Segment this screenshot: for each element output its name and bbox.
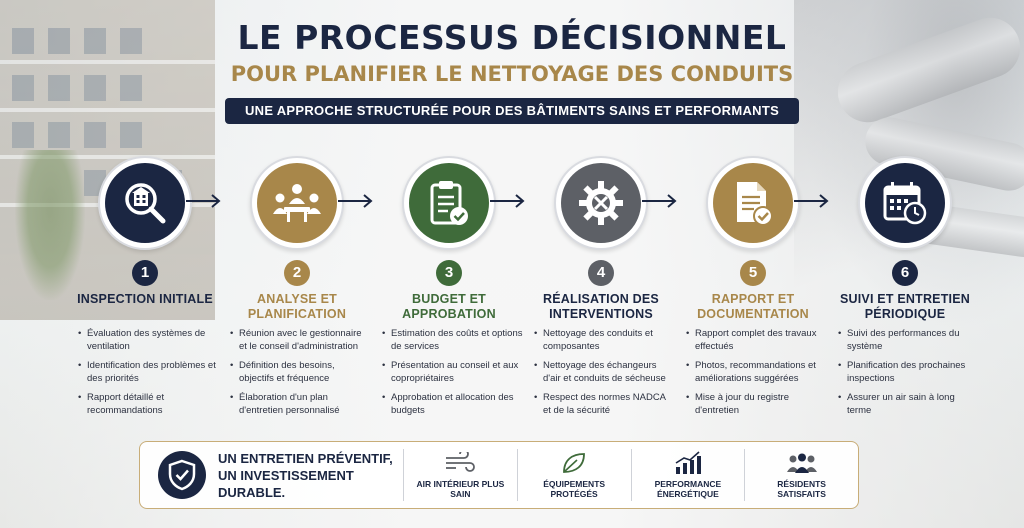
step-title: ANALYSE ET PLANIFICATION bbox=[247, 292, 347, 321]
feature-protected-equipment: ÉQUIPEMENTS PROTÉGÉS bbox=[516, 449, 631, 501]
step-6-badge bbox=[858, 156, 952, 250]
step-4-badge bbox=[554, 156, 648, 250]
step-number: 3 bbox=[436, 260, 462, 286]
list-item: Évaluation des systèmes de ventilation bbox=[78, 328, 220, 353]
step-bullets: Réunion avec le gestionnaire et le conse… bbox=[222, 328, 372, 417]
step-2-badge bbox=[250, 156, 344, 250]
gear-tools-icon bbox=[579, 181, 623, 225]
list-item: Nettoyage des conduits et composantes bbox=[534, 328, 676, 353]
list-item: Suivi des performances du système bbox=[838, 328, 980, 353]
step-bullets: Rapport complet des travaux effectués Ph… bbox=[678, 328, 828, 417]
step-title: RÉALISATION DES INTERVENTIONS bbox=[543, 292, 659, 321]
page-title-secondary: POUR PLANIFIER LE NETTOYAGE DES CONDUITS bbox=[230, 62, 794, 86]
step-bullets: Nettoyage des conduits et composantes Ne… bbox=[526, 328, 676, 417]
feature-label: ÉQUIPEMENTS PROTÉGÉS bbox=[543, 479, 606, 499]
list-item: Nettoyage des échangeurs d'air et condui… bbox=[534, 360, 676, 385]
footer-motto-line2: UN INVESTISSEMENT DURABLE. bbox=[218, 467, 354, 500]
process-steps: 1 INSPECTION INITIALE Évaluation des sys… bbox=[70, 156, 970, 426]
page-title: LE PROCESSUS DÉCISIONNEL bbox=[237, 18, 787, 57]
list-item: Approbation et allocation des budgets bbox=[382, 392, 524, 417]
footer-motto: UN ENTRETIEN PRÉVENTIF, UN INVESTISSEMEN… bbox=[218, 450, 403, 501]
list-item: Estimation des coûts et options de servi… bbox=[382, 328, 524, 353]
step-title: BUDGET ET APPROBATION bbox=[402, 292, 496, 321]
feature-healthy-air: AIR INTÉRIEUR PLUS SAIN bbox=[403, 449, 517, 501]
step-5-badge bbox=[706, 156, 800, 250]
step-1-badge bbox=[98, 156, 192, 250]
list-item: Planification des prochaines inspections bbox=[838, 360, 980, 385]
step-bullets: Évaluation des systèmes de ventilation I… bbox=[70, 328, 220, 417]
shield-check-icon bbox=[168, 459, 196, 491]
tree-illustration bbox=[15, 150, 85, 300]
arrow-right-icon bbox=[642, 194, 677, 208]
subtitle-banner: UNE APPROCHE STRUCTURÉE POUR DES BÂTIMEN… bbox=[224, 98, 800, 124]
list-item: Mise à jour du registre d'entretien bbox=[686, 392, 828, 417]
list-item: Photos, recommandations et améliorations… bbox=[686, 360, 828, 385]
footer-motto-line1: UN ENTRETIEN PRÉVENTIF, bbox=[218, 450, 393, 466]
feature-satisfied-residents: RÉSIDENTS SATISFAITS bbox=[744, 449, 858, 501]
step-number: 1 bbox=[132, 260, 158, 286]
step-number: 5 bbox=[740, 260, 766, 286]
shield-badge bbox=[158, 451, 206, 499]
list-item: Définition des besoins, objectifs et fré… bbox=[230, 360, 372, 385]
list-item: Assurer un air sain à long terme bbox=[838, 392, 980, 417]
list-item: Élaboration d'un plan d'entretien person… bbox=[230, 392, 372, 417]
step-4: 4 RÉALISATION DES INTERVENTIONS Nettoyag… bbox=[526, 156, 676, 424]
step-title: INSPECTION INITIALE bbox=[77, 292, 213, 306]
arrow-right-icon bbox=[186, 194, 221, 208]
step-2: 2 ANALYSE ET PLANIFICATION Réunion avec … bbox=[222, 156, 372, 424]
clipboard-check-icon bbox=[430, 181, 468, 225]
step-1: 1 INSPECTION INITIALE Évaluation des sys… bbox=[70, 156, 220, 424]
document-check-icon bbox=[737, 182, 773, 226]
step-bullets: Suivi des performances du système Planif… bbox=[830, 328, 980, 417]
step-title: RAPPORT ET DOCUMENTATION bbox=[697, 292, 809, 321]
building-magnifier-icon bbox=[125, 183, 166, 224]
people-icon bbox=[786, 453, 817, 473]
arrow-right-icon bbox=[338, 194, 373, 208]
step-3: 3 BUDGET ET APPROBATION Estimation des c… bbox=[374, 156, 524, 424]
list-item: Réunion avec le gestionnaire et le conse… bbox=[230, 328, 372, 353]
list-item: Identification des problèmes et des prio… bbox=[78, 360, 220, 385]
feature-label: PERFORMANCE ÉNERGÉTIQUE bbox=[654, 479, 722, 499]
step-number: 6 bbox=[892, 260, 918, 286]
meeting-table-icon bbox=[273, 184, 321, 222]
step-6: 6 SUIVI ET ENTRETIEN PÉRIODIQUE Suivi de… bbox=[830, 156, 980, 424]
growth-chart-icon bbox=[675, 451, 701, 474]
list-item: Rapport complet des travaux effectués bbox=[686, 328, 828, 353]
calendar-clock-icon bbox=[883, 182, 927, 225]
list-item: Rapport détaillé et recommandations bbox=[78, 392, 220, 417]
step-title: SUIVI ET ENTRETIEN PÉRIODIQUE bbox=[839, 292, 970, 321]
list-item: Respect des normes NADCA et de la sécuri… bbox=[534, 392, 676, 417]
step-3-badge bbox=[402, 156, 496, 250]
wind-icon bbox=[446, 452, 476, 472]
step-5: 5 RAPPORT ET DOCUMENTATION Rapport compl… bbox=[678, 156, 828, 424]
step-number: 4 bbox=[588, 260, 614, 286]
leaf-icon bbox=[563, 453, 586, 473]
arrow-right-icon bbox=[490, 194, 525, 208]
step-number: 2 bbox=[284, 260, 310, 286]
header: LE PROCESSUS DÉCISIONNEL POUR PLANIFIER … bbox=[0, 18, 1024, 124]
feature-label: RÉSIDENTS SATISFAITS bbox=[777, 479, 826, 499]
benefits-footer: UN ENTRETIEN PRÉVENTIF, UN INVESTISSEMEN… bbox=[139, 441, 859, 509]
arrow-right-icon bbox=[794, 194, 829, 208]
step-bullets: Estimation des coûts et options de servi… bbox=[374, 328, 524, 417]
list-item: Présentation au conseil et aux coproprié… bbox=[382, 360, 524, 385]
feature-energy-performance: PERFORMANCE ÉNERGÉTIQUE bbox=[630, 449, 745, 501]
feature-label: AIR INTÉRIEUR PLUS SAIN bbox=[416, 479, 505, 499]
